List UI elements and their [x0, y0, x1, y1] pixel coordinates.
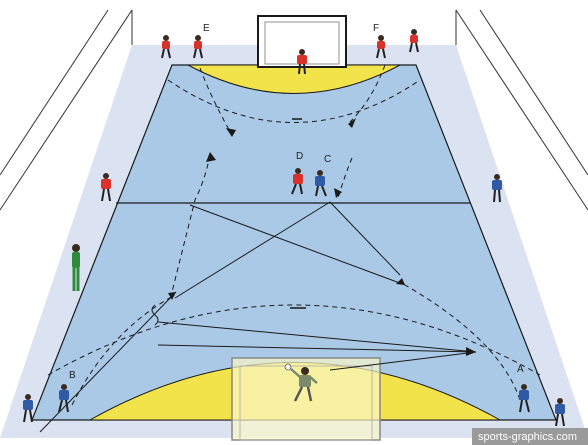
label-b: B [69, 370, 76, 381]
label-c: C [324, 154, 331, 165]
label-d: D [296, 151, 303, 162]
label-f: F [373, 23, 379, 34]
label-a: A [517, 364, 524, 375]
watermark: sports-graphics.com [478, 431, 577, 443]
label-e: E [203, 23, 210, 34]
ball-icon [285, 364, 291, 370]
